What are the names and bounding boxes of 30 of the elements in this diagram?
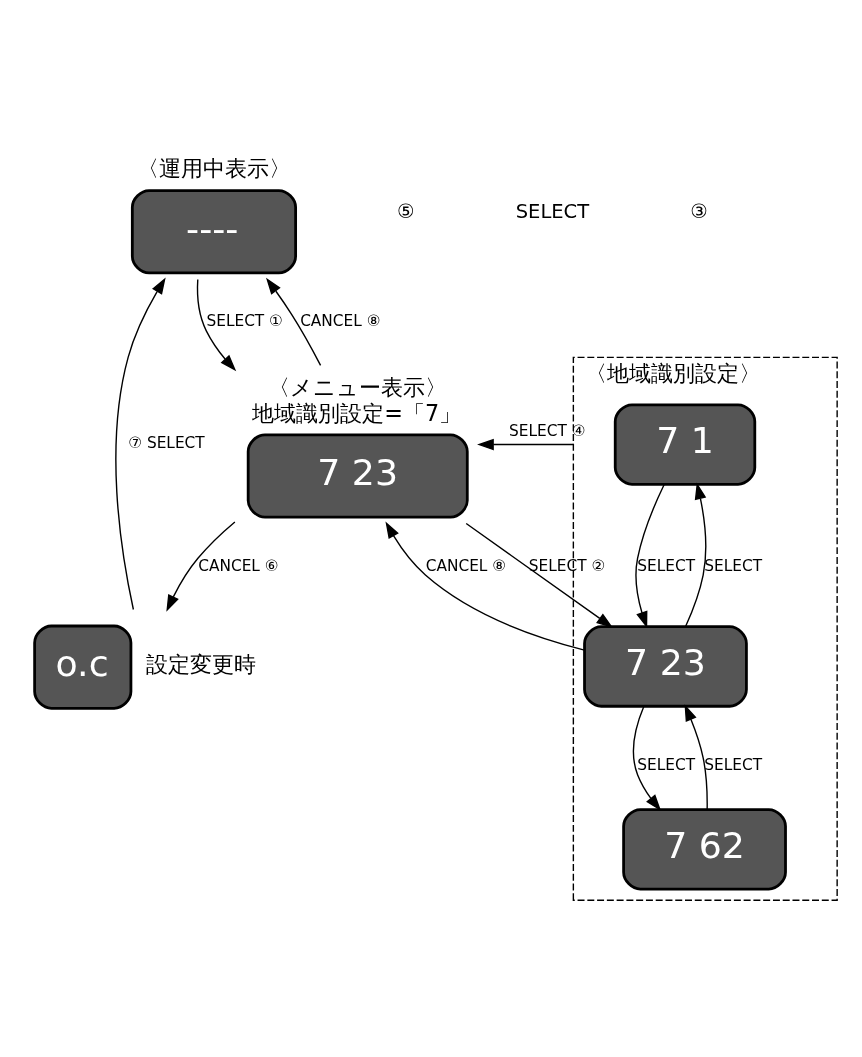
node-label: 地域識別設定=「7」 [252,399,462,426]
arrow [684,482,707,627]
arrow [635,483,665,628]
edge-label: CANCEL ⑧ [300,311,381,330]
label: ③ [690,199,708,223]
edge-label: SELECT [637,755,696,774]
node-box: 7 1 [613,402,757,486]
arrow [196,278,237,371]
arrow [465,522,614,628]
node-label: 〈運用中表示〉 [136,154,291,181]
edge-label: SELECT ① [206,311,283,330]
arrow [385,521,586,651]
arrow [115,276,166,610]
edge-label: SELECT [637,556,696,575]
arrow [266,277,322,366]
edge-label: SELECT [704,755,763,774]
arrow [684,703,708,810]
label: ⑤ [397,199,415,223]
edge-label: CANCEL ⑥ [198,556,279,575]
edge-label: SELECT [704,556,763,575]
arrow [166,520,236,612]
node-label: 〈メニュー表示〉 [267,373,447,400]
node-box: 7 62 [622,807,787,890]
node-box: 7 23 [583,624,748,708]
arrow [477,438,575,450]
arrow [632,705,662,811]
edge-label: CANCEL ⑧ [425,556,507,575]
label: SELECT [515,199,590,223]
edge-label: ⑦ SELECT [128,433,205,452]
node-label: 設定変更時 [146,650,257,677]
